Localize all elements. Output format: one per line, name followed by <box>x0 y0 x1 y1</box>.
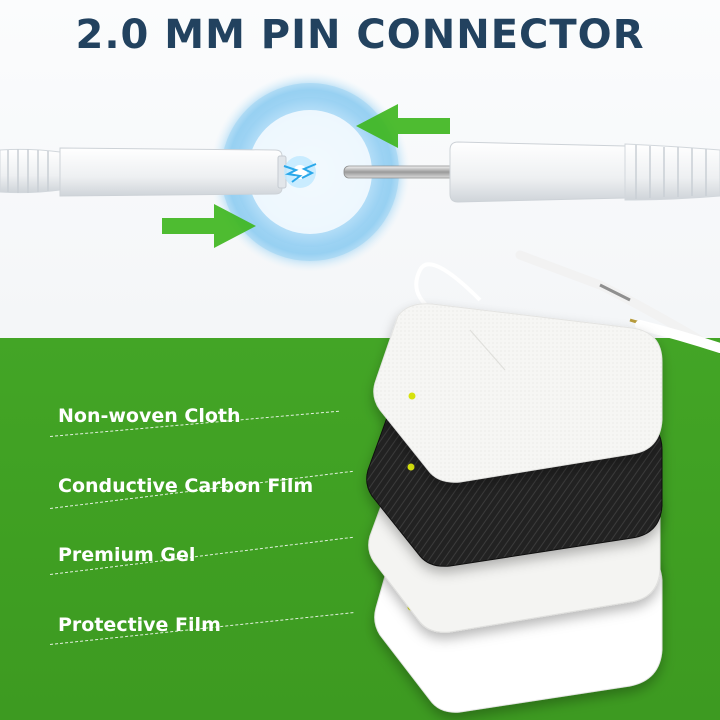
non-woven-cloth-layer <box>373 303 663 483</box>
arrow-left-icon <box>356 104 450 148</box>
label-conductive-carbon-film: Conductive Carbon Film <box>58 475 314 497</box>
female-socket-cable <box>0 147 287 197</box>
page-title: 2.0 MM PIN CONNECTOR <box>75 12 645 58</box>
label-premium-gel: Premium Gel <box>58 544 196 566</box>
label-protective-film: Protective Film <box>58 614 221 636</box>
pin-connector-illustration <box>0 72 720 272</box>
arrow-right-icon <box>162 204 256 248</box>
spark-icon <box>283 156 317 188</box>
electrode-pad-layers <box>366 250 720 713</box>
label-non-woven-cloth: Non-woven Cloth <box>58 405 241 427</box>
male-pin-cable <box>343 141 720 203</box>
